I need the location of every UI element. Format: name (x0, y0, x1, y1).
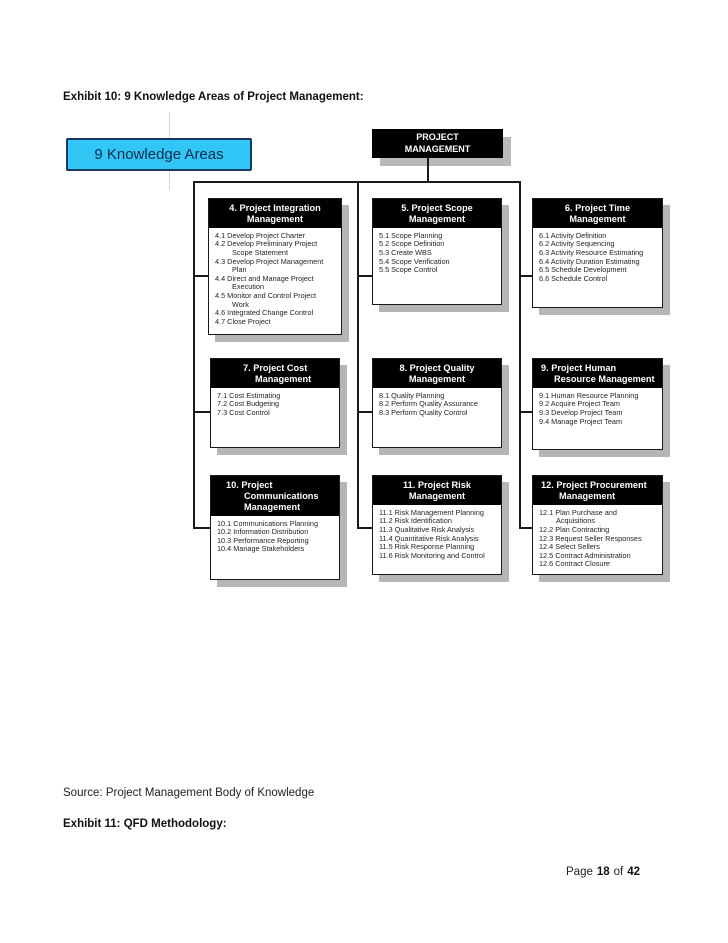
knowledge-area-item: 12.3 Request Seller Responses (539, 533, 642, 543)
knowledge-area-item: 11.5 Risk Response Planning (379, 542, 475, 552)
knowledge-area-title: 8. Project Quality Management (373, 359, 501, 388)
of-label: of (613, 866, 624, 878)
knowledge-area-item: 5.4 Scope Verification (379, 256, 450, 266)
knowledge-area-item: 4.5 Monitor and Control Project Work (215, 290, 316, 309)
connector-stub-box6 (519, 275, 533, 277)
knowledge-area-item: 9.3 Develop Project Team (539, 407, 623, 417)
knowledge-area-box-scope: 5. Project Scope Management 5.1 Scope Pl… (372, 198, 502, 305)
connector-stub-box12 (519, 527, 533, 529)
knowledge-area-item: 10.4 Manage Stakeholders (217, 544, 305, 554)
knowledge-area-item: 12.2 Plan Contracting (539, 524, 610, 534)
connector-stub-box5 (357, 275, 373, 277)
connector-stub-box10 (193, 527, 211, 529)
page-label: Page (566, 866, 593, 878)
knowledge-area-item: 7.1 Cost Estimating (217, 390, 281, 400)
knowledge-area-item: 7.3 Cost Control (217, 407, 270, 417)
connector-stub-box11 (357, 527, 373, 529)
knowledge-area-item: 12.6 Contract Closure (539, 559, 610, 569)
knowledge-area-item: 6.3 Activity Resource Estimating (539, 247, 644, 257)
knowledge-area-title: 5. Project Scope Management (373, 199, 501, 228)
knowledge-area-item: 8.2 Perform Quality Assurance (379, 399, 478, 409)
connector-trunk-col1 (193, 181, 195, 529)
knowledge-area-title: 9. Project Human Resource Management (533, 359, 662, 388)
knowledge-area-item: 10.1 Communications Planning (217, 518, 318, 528)
knowledge-area-box-time: 6. Project Time Management 6.1 Activity … (532, 198, 663, 308)
knowledge-area-box-communications: 10. Project Communications Management 10… (210, 475, 340, 580)
project-management-root-box: PROJECT MANAGEMENT (372, 129, 503, 158)
knowledge-area-box-integration: 4. Project Integration Management 4.1 De… (208, 198, 342, 335)
connector-stub-box8 (357, 411, 373, 413)
page-current: 18 (596, 866, 610, 878)
knowledge-area-item: 11.2 Risk Identification (379, 516, 452, 526)
knowledge-area-item: 5.5 Scope Control (379, 265, 438, 275)
knowledge-area-item: 12.1 Plan Purchase and Acquisitions (539, 507, 617, 526)
knowledge-area-item: 11.6 Risk Monitoring and Control (379, 550, 485, 560)
connector-root-drop (427, 157, 429, 181)
knowledge-area-box-procurement: 12. Project Procurement Management 12.1 … (532, 475, 663, 575)
knowledge-area-item: 4.3 Develop Project Management Plan (215, 256, 324, 275)
knowledge-area-item: 6.5 Schedule Development (539, 265, 627, 275)
knowledge-area-item: 6.1 Activity Definition (539, 230, 607, 240)
page-total: 42 (627, 866, 641, 878)
knowledge-area-item: 6.2 Activity Sequencing (539, 239, 615, 249)
connector-stub-box7 (193, 411, 211, 413)
knowledge-area-box-quality: 8. Project Quality Management 8.1 Qualit… (372, 358, 502, 448)
knowledge-area-item: 5.2 Scope Definition (379, 239, 445, 249)
knowledge-area-item: 4.7 Close Project (215, 316, 271, 326)
page-number-footer: Page 18 of 42 (566, 866, 640, 878)
knowledge-area-title: 4. Project Integration Management (209, 199, 341, 228)
knowledge-area-item: 9.4 Manage Project Team (539, 416, 623, 426)
knowledge-area-item: 6.6 Schedule Control (539, 273, 608, 283)
knowledge-area-item: 10.2 Information Distribution (217, 527, 309, 537)
connector-trunk-col3 (519, 181, 521, 529)
knowledge-area-item: 5.1 Scope Planning (379, 230, 443, 240)
knowledge-areas-callout: 9 Knowledge Areas (66, 138, 252, 171)
connector-trunk-col2 (357, 181, 359, 529)
knowledge-area-item: 12.5 Contract Administration (539, 550, 631, 560)
knowledge-area-item: 6.4 Activity Duration Estimating (539, 256, 640, 266)
knowledge-area-title: 11. Project Risk Management (373, 476, 501, 505)
knowledge-area-item: 7.2 Cost Budgeting (217, 399, 280, 409)
source-note: Source: Project Management Body of Knowl… (63, 787, 315, 799)
knowledge-area-item: 4.2 Develop Preliminary Project Scope St… (215, 239, 318, 257)
knowledge-area-item: 9.2 Acquire Project Team (539, 399, 620, 409)
knowledge-area-title: 12. Project Procurement Management (533, 476, 662, 505)
knowledge-area-box-cost: 7. Project Cost Management 7.1 Cost Esti… (210, 358, 340, 448)
knowledge-area-item: 5.3 Create WBS (379, 247, 432, 257)
knowledge-area-item: 8.3 Perform Quality Control (379, 407, 468, 417)
knowledge-area-item: 11.1 Risk Management Planning (379, 507, 484, 517)
exhibit-10-title: Exhibit 10: 9 Knowledge Areas of Project… (63, 91, 364, 103)
knowledge-area-item: 4.4 Direct and Manage Project Execution (215, 273, 314, 292)
knowledge-area-item: 4.6 Integrated Change Control (215, 308, 314, 318)
knowledge-area-title: 7. Project Cost Management (211, 359, 339, 388)
knowledge-area-item: 9.1 Human Resource Planning (539, 390, 639, 400)
knowledge-area-title: 6. Project Time Management (533, 199, 662, 228)
knowledge-area-item: 10.3 Performance Reporting (217, 535, 309, 545)
knowledge-area-item: 11.4 Quantitative Risk Analysis (379, 533, 479, 543)
knowledge-area-box-risk: 11. Project Risk Management 11.1 Risk Ma… (372, 475, 502, 575)
knowledge-area-item: 11.3 Qualitative Risk Analysis (379, 524, 475, 534)
exhibit-11-title: Exhibit 11: QFD Methodology: (63, 818, 227, 830)
knowledge-area-box-human-resource: 9. Project Human Resource Management 9.1… (532, 358, 663, 450)
knowledge-area-title: 10. Project Communications Management (211, 476, 339, 516)
connector-stub-box9 (519, 411, 533, 413)
connector-stub-box4 (193, 275, 209, 277)
knowledge-area-item: 12.4 Select Sellers (539, 542, 600, 552)
knowledge-area-item: 8.1 Quality Planning (379, 390, 445, 400)
knowledge-area-item: 4.1 Develop Project Charter (215, 230, 306, 240)
